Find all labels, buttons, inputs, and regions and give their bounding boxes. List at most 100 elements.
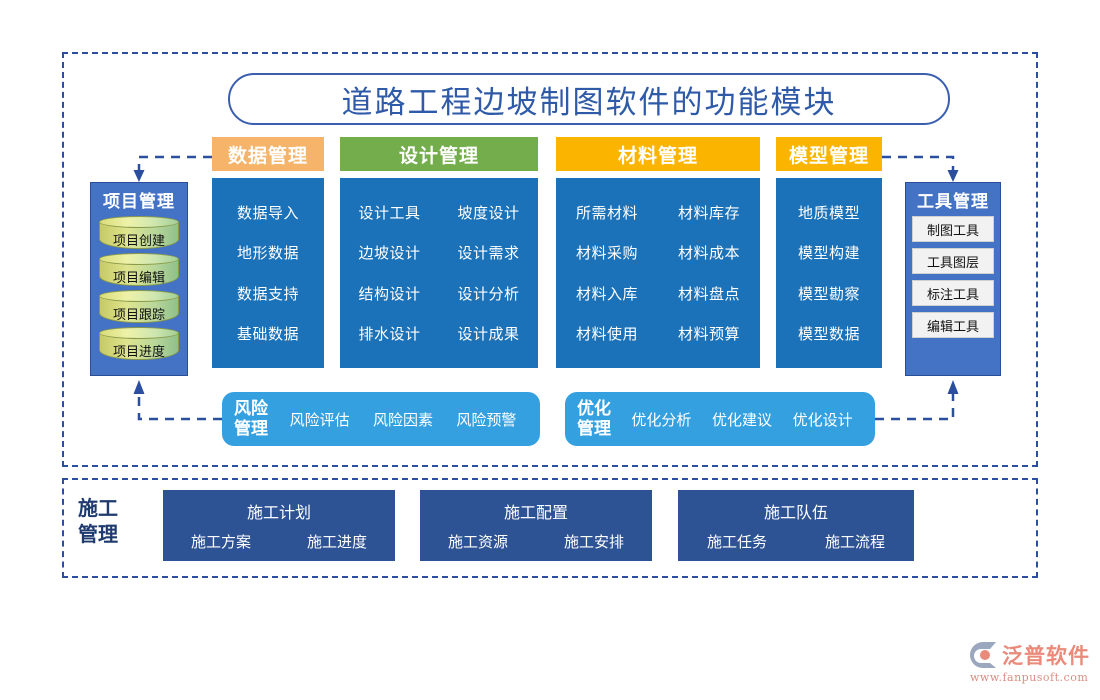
list-item[interactable]: 设计工具 — [358, 203, 421, 222]
list-item[interactable]: 模型勘察 — [797, 284, 860, 303]
panel-title-line1: 优化 — [577, 399, 611, 419]
column-row: 模型勘察 — [776, 283, 882, 304]
list-item[interactable]: 排水设计 — [358, 325, 421, 344]
cylinder-top — [99, 253, 179, 265]
list-item[interactable]: 施工资源 — [447, 533, 508, 551]
database-cylinder-icon[interactable]: 项目进度 — [99, 327, 179, 362]
panel-risk-management: 风险 管理 风险评估 风险因素 风险预警 — [222, 392, 540, 446]
risk-item-list: 风险评估 风险因素 风险预警 — [278, 409, 528, 430]
column-row: 模型构建 — [776, 242, 882, 263]
database-cylinder-icon[interactable]: 项目跟踪 — [99, 290, 179, 325]
list-item[interactable]: 坡度设计 — [457, 203, 520, 222]
column-data-management: 数据导入 地形数据 数据支持 基础数据 — [212, 178, 324, 368]
list-item[interactable]: 风险预警 — [456, 410, 517, 429]
list-item[interactable]: 边坡设计 — [358, 244, 421, 263]
column-material-management: 所需材料 材料库存 材料采购 材料成本 材料入库 材料盘点 材料使用 材料预算 — [556, 178, 760, 368]
category-header-design[interactable]: 设计管理 — [340, 137, 538, 171]
column-row: 材料入库 材料盘点 — [556, 283, 760, 304]
category-header-model[interactable]: 模型管理 — [776, 137, 882, 171]
list-item[interactable]: 设计成果 — [457, 325, 520, 344]
panel-title-line2: 管理 — [577, 419, 611, 439]
list-item[interactable]: 材料采购 — [575, 244, 638, 263]
panel-title: 工具管理 — [917, 192, 989, 212]
diagram-title-box: 道路工程边坡制图软件的功能模块 — [228, 73, 950, 125]
fanpu-logo-icon — [968, 640, 998, 670]
list-item[interactable]: 数据支持 — [236, 284, 299, 303]
construction-group-plan: 施工计划 施工方案 施工进度 — [163, 490, 395, 561]
panel-title: 项目管理 — [103, 192, 175, 212]
construction-label-line2: 管理 — [78, 522, 118, 546]
column-model-management: 地质模型 模型构建 模型勘察 模型数据 — [776, 178, 882, 368]
watermark-row: 泛普软件 — [968, 640, 1090, 670]
construction-group-config: 施工配置 施工资源 施工安排 — [420, 490, 652, 561]
list-item[interactable]: 模型数据 — [797, 325, 860, 344]
list-item[interactable]: 模型构建 — [797, 244, 860, 263]
list-item[interactable]: 地质模型 — [797, 203, 860, 222]
list-item[interactable]: 地形数据 — [236, 244, 299, 263]
panel-title-line2: 管理 — [234, 419, 268, 439]
list-item[interactable]: 施工安排 — [563, 533, 624, 551]
cylinder-list: 项目创建 项目编辑 项目跟踪 项目进度 — [99, 216, 179, 362]
optimization-item-list: 优化分析 优化建议 优化设计 — [621, 409, 863, 430]
column-row: 数据支持 — [212, 283, 324, 304]
list-item[interactable]: 基础数据 — [236, 325, 299, 344]
list-item[interactable]: 材料盘点 — [677, 284, 740, 303]
category-header-data[interactable]: 数据管理 — [212, 137, 324, 171]
group-item-list: 施工任务 施工流程 — [678, 531, 914, 552]
list-item: 项目进度 — [112, 345, 165, 360]
page-title: 道路工程边坡制图软件的功能模块 — [341, 84, 837, 121]
column-row: 数据导入 — [212, 202, 324, 223]
group-item-list: 施工方案 施工进度 — [163, 531, 395, 552]
list-item[interactable]: 优化设计 — [792, 410, 853, 429]
list-item[interactable]: 设计分析 — [457, 284, 520, 303]
list-item[interactable]: 数据导入 — [236, 203, 299, 222]
tool-button[interactable]: 标注工具 — [912, 280, 994, 306]
list-item[interactable]: 施工进度 — [306, 533, 367, 551]
column-row: 基础数据 — [212, 323, 324, 344]
group-item-list: 施工资源 施工安排 — [420, 531, 652, 552]
construction-label-line1: 施工 — [78, 496, 118, 520]
list-item[interactable]: 施工方案 — [190, 533, 251, 551]
list-item[interactable]: 设计需求 — [457, 244, 520, 263]
tool-button[interactable]: 工具图层 — [912, 248, 994, 274]
database-cylinder-icon[interactable]: 项目编辑 — [99, 253, 179, 288]
cylinder-body — [99, 259, 179, 286]
list-item: 项目创建 — [112, 234, 165, 249]
list-item[interactable]: 风险因素 — [372, 410, 433, 429]
list-item[interactable]: 结构设计 — [358, 284, 421, 303]
list-item[interactable]: 施工流程 — [824, 533, 885, 551]
list-item[interactable]: 材料库存 — [677, 203, 740, 222]
panel-title: 优化 管理 — [577, 399, 611, 439]
list-item[interactable]: 材料预算 — [677, 325, 740, 344]
main-dashed-frame — [62, 52, 1038, 467]
watermark-brand: 泛普软件 — [1002, 644, 1090, 668]
column-row: 设计工具 坡度设计 — [340, 202, 538, 223]
list-item: 项目编辑 — [112, 271, 165, 286]
list-item[interactable]: 优化分析 — [631, 410, 692, 429]
list-item[interactable]: 材料使用 — [575, 325, 638, 344]
list-item[interactable]: 风险评估 — [289, 410, 350, 429]
category-header-material[interactable]: 材料管理 — [556, 137, 760, 171]
tool-button[interactable]: 编辑工具 — [912, 312, 994, 338]
list-item[interactable]: 材料入库 — [575, 284, 638, 303]
panel-title: 风险 管理 — [234, 399, 268, 439]
cylinder-top — [99, 327, 179, 339]
column-design-management: 设计工具 坡度设计 边坡设计 设计需求 结构设计 设计分析 排水设计 设计成果 — [340, 178, 538, 368]
group-title: 施工配置 — [503, 503, 568, 522]
list-item[interactable]: 优化建议 — [711, 410, 772, 429]
construction-dashed-frame — [62, 478, 1038, 578]
column-row: 地形数据 — [212, 242, 324, 263]
column-row: 所需材料 材料库存 — [556, 202, 760, 223]
list-item[interactable]: 所需材料 — [575, 203, 638, 222]
column-row: 排水设计 设计成果 — [340, 323, 538, 344]
tool-button-list: 制图工具 工具图层 标注工具 编辑工具 — [912, 216, 994, 338]
list-item[interactable]: 材料成本 — [677, 244, 740, 263]
list-item[interactable]: 施工任务 — [706, 533, 767, 551]
column-row: 边坡设计 设计需求 — [340, 242, 538, 263]
database-cylinder-icon[interactable]: 项目创建 — [99, 216, 179, 251]
column-row: 模型数据 — [776, 323, 882, 344]
column-row: 材料使用 材料预算 — [556, 323, 760, 344]
cylinder-top — [99, 216, 179, 228]
tool-button[interactable]: 制图工具 — [912, 216, 994, 242]
watermark-logo: 泛普软件 www.fanpusoft.com — [968, 640, 1092, 690]
